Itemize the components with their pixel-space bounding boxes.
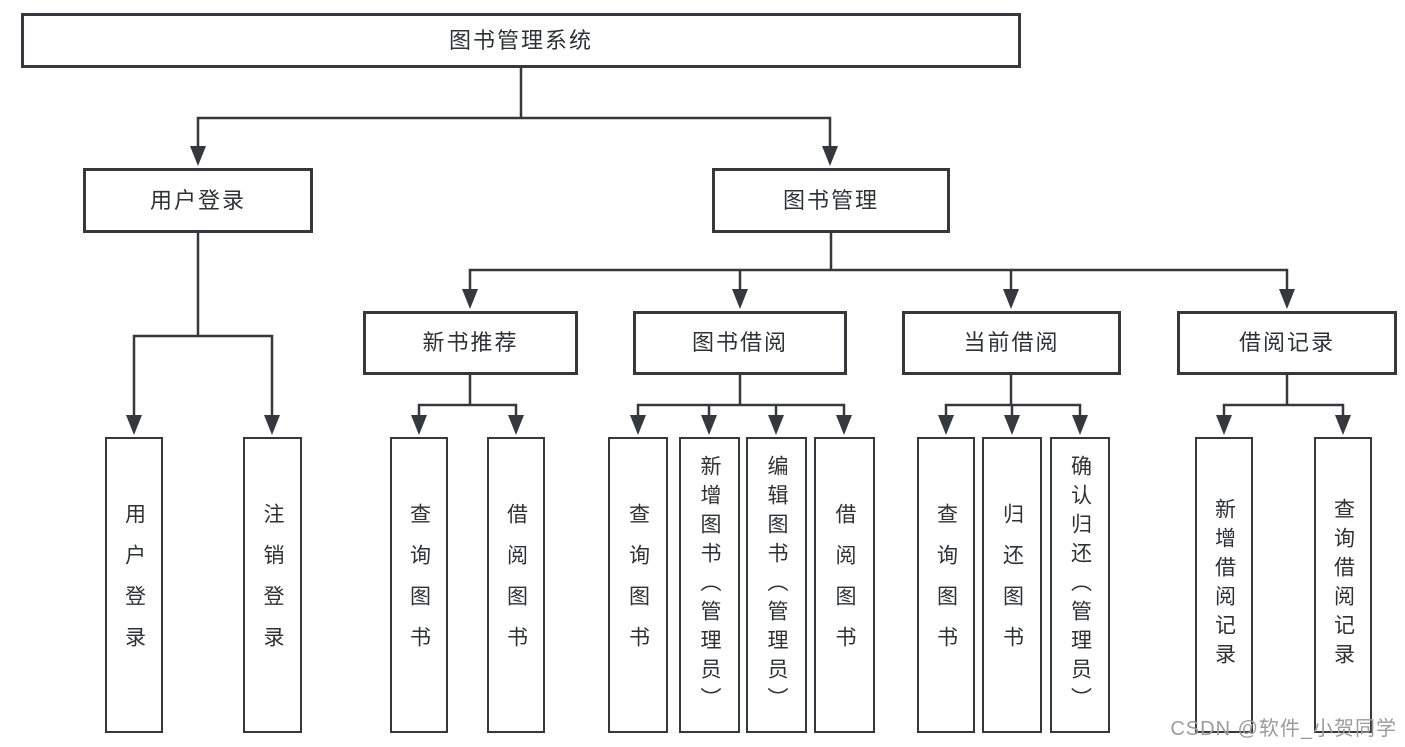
- leaf-borrow-books-recommend: 借阅图书: [487, 437, 545, 733]
- leaf-borrow-books: 借阅图书: [814, 437, 875, 733]
- leaf-label: 用户登录: [122, 503, 146, 667]
- leaf-query-books-recommend: 查询图书: [390, 437, 448, 733]
- node-library-management-system: 图书管理系统: [21, 13, 1021, 68]
- leaf-label: 新增借阅记录: [1212, 498, 1236, 672]
- leaf-label: 查询图书: [934, 503, 958, 667]
- leaf-return-books: 归还图书: [982, 437, 1042, 733]
- leaf-query-books-borrow: 查询图书: [608, 437, 668, 733]
- node-book-borrow: 图书借阅: [633, 311, 847, 375]
- node-label: 图书管理系统: [448, 27, 593, 53]
- leaf-label: 注销登录: [261, 503, 284, 667]
- leaf-query-borrow-record: 查询借阅记录: [1314, 437, 1372, 733]
- node-current-borrow: 当前借阅: [902, 311, 1121, 375]
- leaf-label: 编辑图书（管理员）: [765, 454, 788, 716]
- leaf-label: 查询图书: [626, 503, 650, 667]
- node-book-management: 图书管理: [712, 168, 950, 233]
- leaf-label: 归还图书: [1000, 503, 1024, 667]
- leaf-user-login: 用户登录: [105, 437, 163, 733]
- leaf-label: 新增图书（管理员）: [698, 454, 721, 716]
- node-label: 新书推荐: [422, 330, 519, 355]
- leaf-logout: 注销登录: [243, 437, 302, 733]
- leaf-edit-books-admin: 编辑图书（管理员）: [746, 437, 807, 733]
- leaf-add-borrow-record: 新增借阅记录: [1195, 437, 1253, 733]
- leaf-label: 借阅图书: [504, 503, 528, 667]
- leaf-label: 借阅图书: [833, 503, 856, 667]
- node-label: 当前借阅: [963, 330, 1060, 355]
- leaf-query-books-current: 查询图书: [917, 437, 975, 733]
- csdn-watermark: CSDN @软件_小贺同学: [1170, 718, 1397, 740]
- node-label: 用户登录: [149, 187, 246, 213]
- node-label: 图书管理: [782, 187, 879, 213]
- node-label: 借阅记录: [1238, 330, 1335, 355]
- leaf-label: 确认归还（管理员）: [1068, 454, 1092, 716]
- leaf-add-books-admin: 新增图书（管理员）: [679, 437, 740, 733]
- node-user-login: 用户登录: [83, 168, 313, 233]
- arrowhead-icons: [126, 146, 1351, 435]
- node-label: 图书借阅: [691, 330, 788, 355]
- leaf-label: 查询借阅记录: [1331, 498, 1355, 672]
- node-borrow-records: 借阅记录: [1177, 311, 1397, 375]
- leaf-confirm-return-admin: 确认归还（管理员）: [1050, 437, 1110, 733]
- node-new-book-recommend: 新书推荐: [363, 311, 578, 375]
- leaf-label: 查询图书: [407, 503, 431, 667]
